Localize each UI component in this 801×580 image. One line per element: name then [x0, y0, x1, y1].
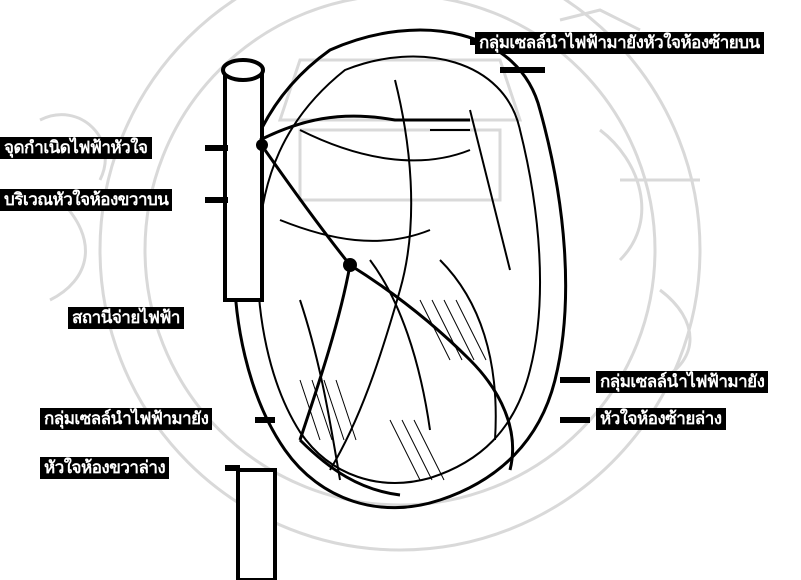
chamber-lines	[280, 80, 510, 480]
conduction-pathways	[260, 116, 513, 495]
sa-node-marker	[256, 139, 268, 151]
muscle-texture	[300, 300, 486, 480]
av-node-marker	[343, 258, 357, 272]
label-left-lower-line1: กลุ่มเซลล์นำไฟฟ้ามายัง	[40, 408, 212, 430]
label-right-lower-line2: หัวใจห้องซ้ายล่าง	[596, 408, 726, 430]
label-left-lower-line2: หัวใจห้องขวาล่าง	[40, 457, 169, 479]
label-sa-node-line1: จุดกำเนิดไฟฟ้าหัวใจ	[0, 137, 152, 159]
label-av-node: สถานีจ่ายไฟฟ้า	[68, 307, 184, 329]
label-sa-node-line2: บริเวณหัวใจห้องขวาบน	[0, 189, 172, 211]
label-right-lower-line1: กลุ่มเซลล์นำไฟฟ้ามายัง	[596, 371, 768, 393]
label-top-right: กลุ่มเซลล์นำไฟฟ้ามายังหัวใจห้องซ้ายบน	[475, 32, 764, 54]
